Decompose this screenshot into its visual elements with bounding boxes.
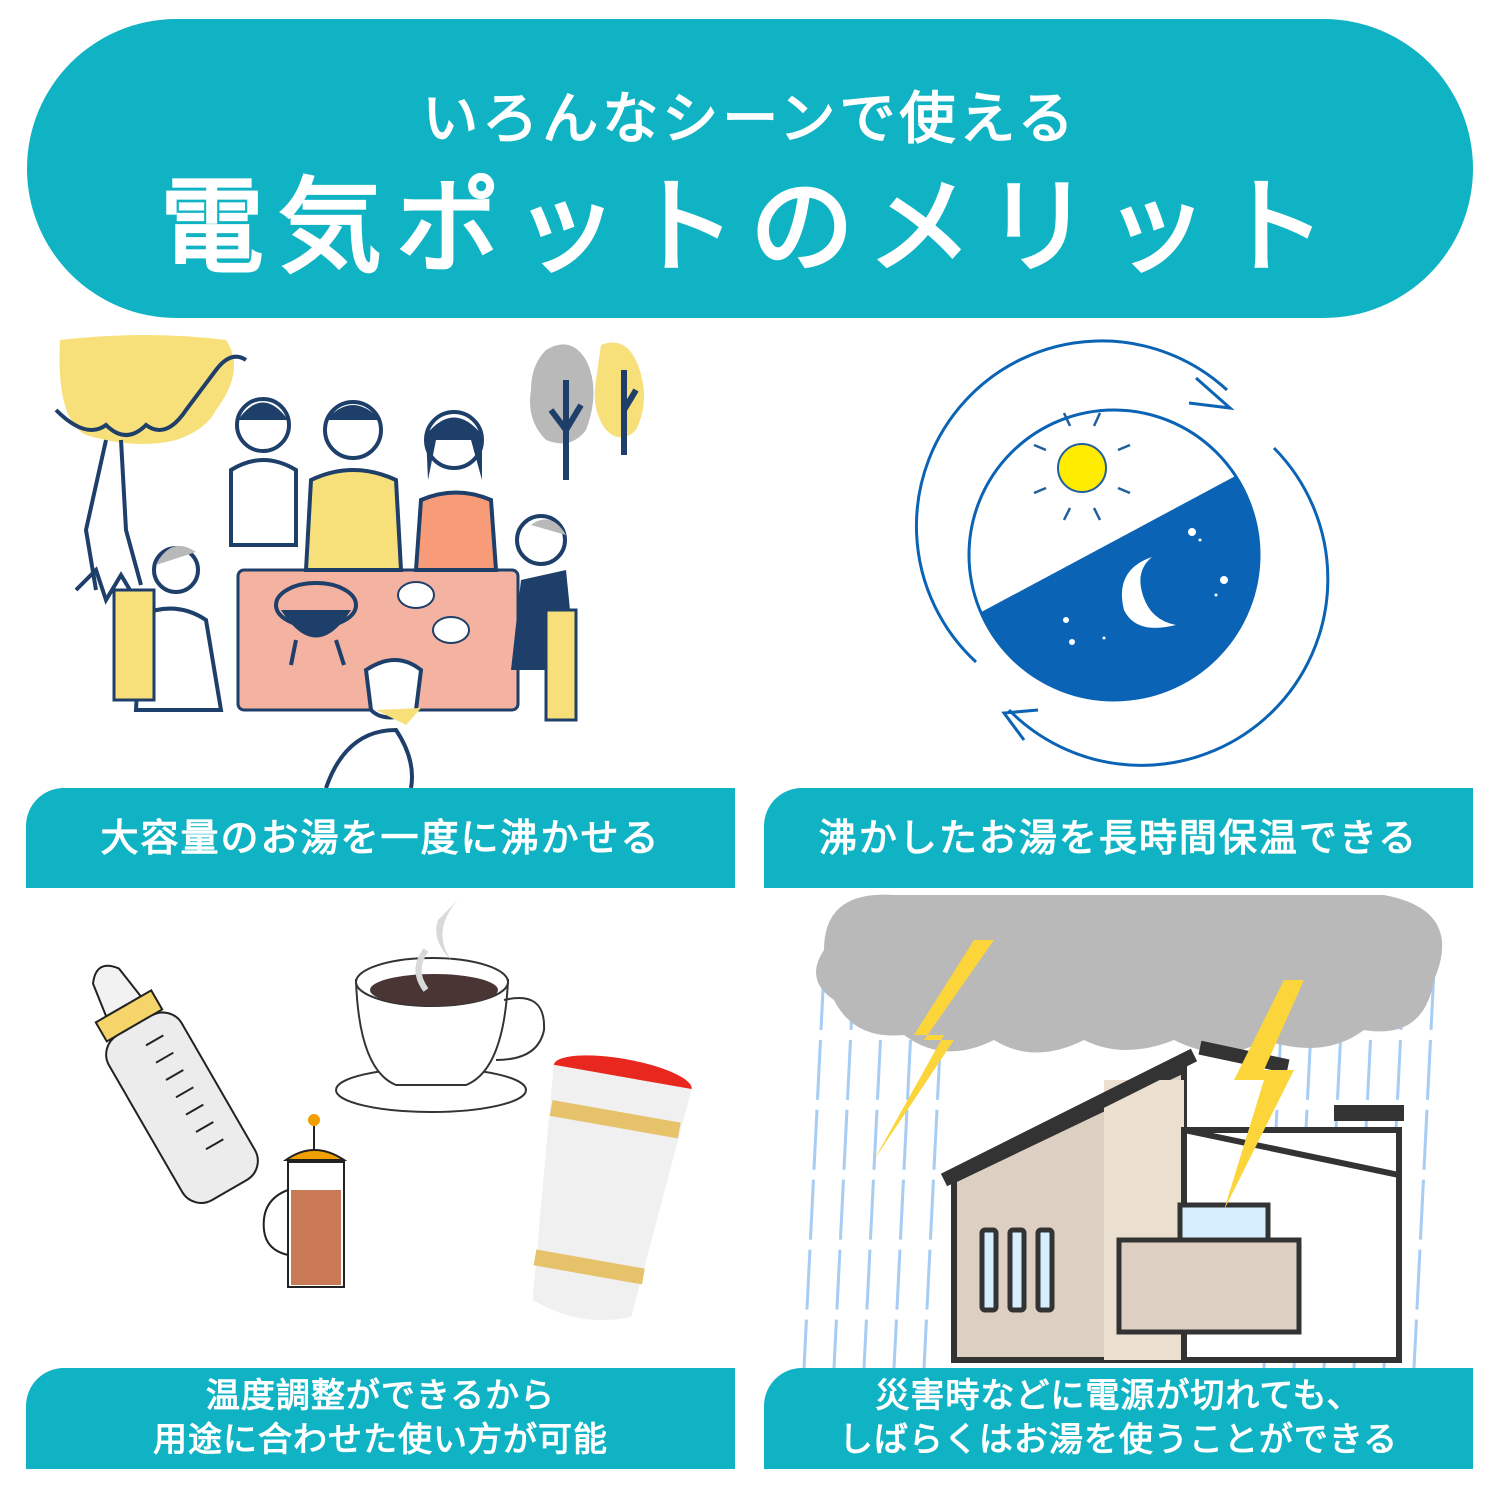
label-text: 大容量のお湯を一度に沸かせる — [100, 816, 661, 860]
panel-large-capacity: 大容量のお湯を一度に沸かせる — [26, 330, 735, 890]
baby-bottle-icon — [91, 964, 259, 1204]
panel-keep-warm: 沸かしたお湯を長時間保温できる — [764, 330, 1473, 890]
label-line-2: しばらくはお湯を使うことができる — [838, 1420, 1399, 1460]
drinks-illustration — [91, 900, 692, 1321]
label-line-1: 温度調整ができるから — [205, 1376, 556, 1416]
label-line-2: 用途に合わせた使い方が可能 — [153, 1420, 608, 1460]
header-subtitle: いろんなシーンで使える — [422, 87, 1078, 152]
label-line-1: 災害時などに電源が切れても、 — [875, 1376, 1362, 1416]
header-title: 電気ポットのメリット — [159, 166, 1340, 288]
label-text: 沸かしたお湯を長時間保温できる — [818, 816, 1419, 860]
coffee-cup-icon — [335, 900, 546, 1113]
day-night-cycle-illustration — [914, 339, 1330, 767]
panel-temperature-control: 温度調整ができるから 用途に合わせた使い方が可能 — [26, 890, 735, 1470]
outdoor-bbq-family-illustration — [54, 335, 645, 788]
cup-noodle-icon — [532, 1055, 692, 1321]
panel-disaster-use: 災害時などに電源が切れても、 しばらくはお湯を使うことができる — [764, 890, 1473, 1470]
header-banner: いろんなシーンで使える 電気ポットのメリット — [27, 19, 1473, 318]
label-disaster-use: 災害時などに電源が切れても、 しばらくはお湯を使うことができる — [764, 1368, 1473, 1469]
storm-house-illustration — [802, 894, 1443, 1368]
tea-press-icon — [262, 1114, 348, 1288]
label-keep-warm: 沸かしたお湯を長時間保温できる — [764, 788, 1473, 888]
label-temperature-control: 温度調整ができるから 用途に合わせた使い方が可能 — [26, 1368, 735, 1469]
label-large-capacity: 大容量のお湯を一度に沸かせる — [26, 788, 735, 888]
